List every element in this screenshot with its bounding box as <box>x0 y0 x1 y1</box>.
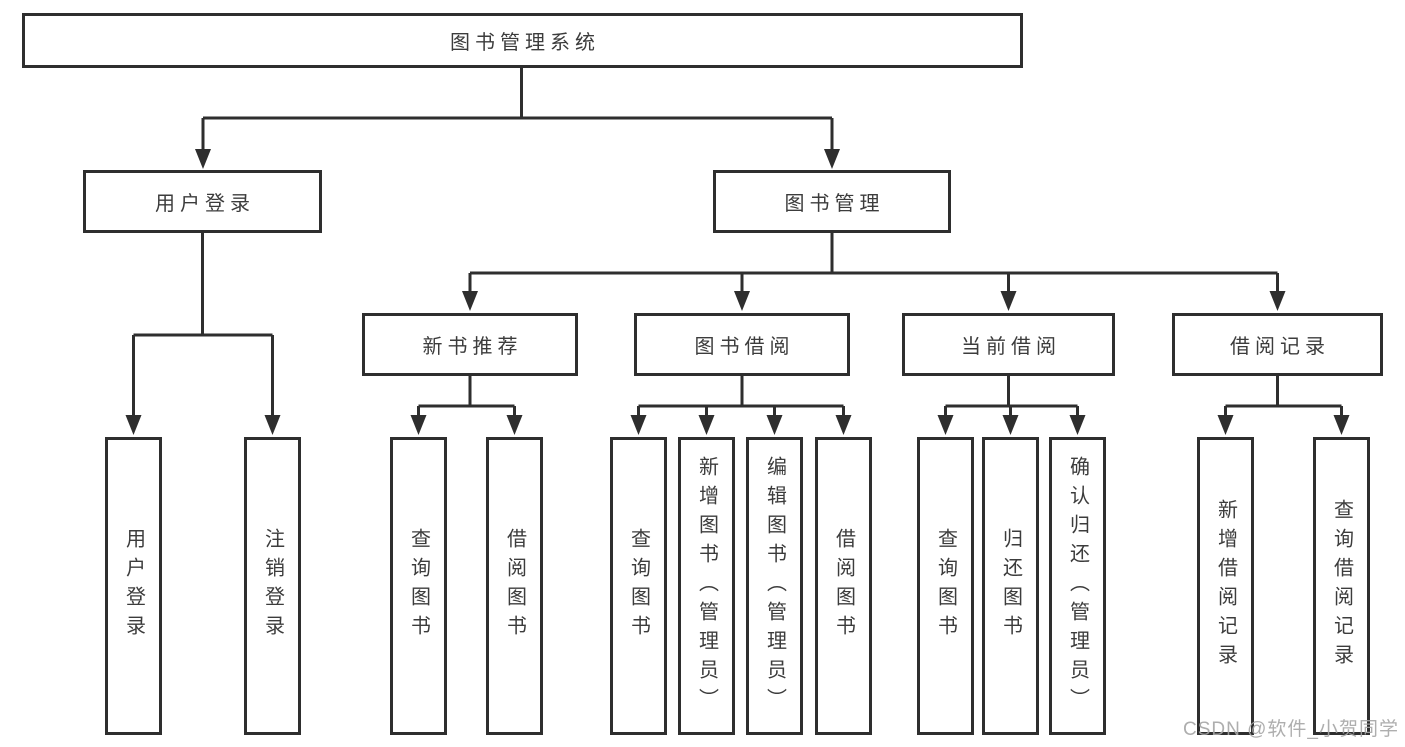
leaf-label: 借阅图书 <box>503 528 526 644</box>
edge-root-to-level2 <box>195 67 840 169</box>
leaf-bb-edit-books-admin: 编辑图书（管理员） <box>746 437 803 735</box>
leaf-label: 查询图书 <box>627 528 650 644</box>
leaf-cb-confirm-return-admin: 确认归还（管理员） <box>1049 437 1106 735</box>
edge-current-borrow-children <box>937 376 1086 435</box>
node-book-borrowing: 图书借阅 <box>634 313 850 376</box>
leaf-logout: 注销登录 <box>244 437 301 735</box>
leaf-bb-borrow-books: 借阅图书 <box>815 437 872 735</box>
node-user-login: 用户登录 <box>83 170 322 233</box>
node-book-management: 图书管理 <box>713 170 951 233</box>
leaf-label: 确认归还（管理员） <box>1066 455 1089 717</box>
node-root-book-management-system: 图书管理系统 <box>22 13 1023 68</box>
leaf-nb-borrow-books: 借阅图书 <box>486 437 543 735</box>
leaf-label: 编辑图书（管理员） <box>763 455 786 717</box>
leaf-user-login: 用户登录 <box>105 437 162 735</box>
leaf-label: 新增图书（管理员） <box>695 455 718 717</box>
leaf-label: 查询图书 <box>407 528 430 644</box>
node-borrowing-records: 借阅记录 <box>1172 313 1383 376</box>
edge-book-borrow-children <box>630 376 852 435</box>
leaf-label: 借阅图书 <box>832 528 855 644</box>
leaf-br-query-record: 查询借阅记录 <box>1313 437 1370 735</box>
leaf-cb-query-books: 查询图书 <box>917 437 974 735</box>
leaf-br-add-record: 新增借阅记录 <box>1197 437 1254 735</box>
leaf-label: 归还图书 <box>999 528 1022 644</box>
leaf-label: 新增借阅记录 <box>1214 499 1237 673</box>
leaf-bb-query-books: 查询图书 <box>610 437 667 735</box>
leaf-label: 查询借阅记录 <box>1330 499 1353 673</box>
leaf-cb-return-books: 归还图书 <box>982 437 1039 735</box>
leaf-label: 查询图书 <box>934 528 957 644</box>
edge-borrow-records-children <box>1217 376 1350 435</box>
edge-book-management-children <box>462 233 1286 311</box>
leaf-nb-query-books: 查询图书 <box>390 437 447 735</box>
edge-new-book-children <box>410 376 523 435</box>
leaf-label: 用户登录 <box>122 528 145 644</box>
node-current-borrowing: 当前借阅 <box>902 313 1115 376</box>
leaf-bb-add-books-admin: 新增图书（管理员） <box>678 437 735 735</box>
csdn-watermark: CSDN @软件_小贺同学 <box>1183 719 1399 740</box>
leaf-label: 注销登录 <box>261 528 284 644</box>
edge-user-login-children <box>125 233 281 435</box>
node-new-book-recommendation: 新书推荐 <box>362 313 578 376</box>
